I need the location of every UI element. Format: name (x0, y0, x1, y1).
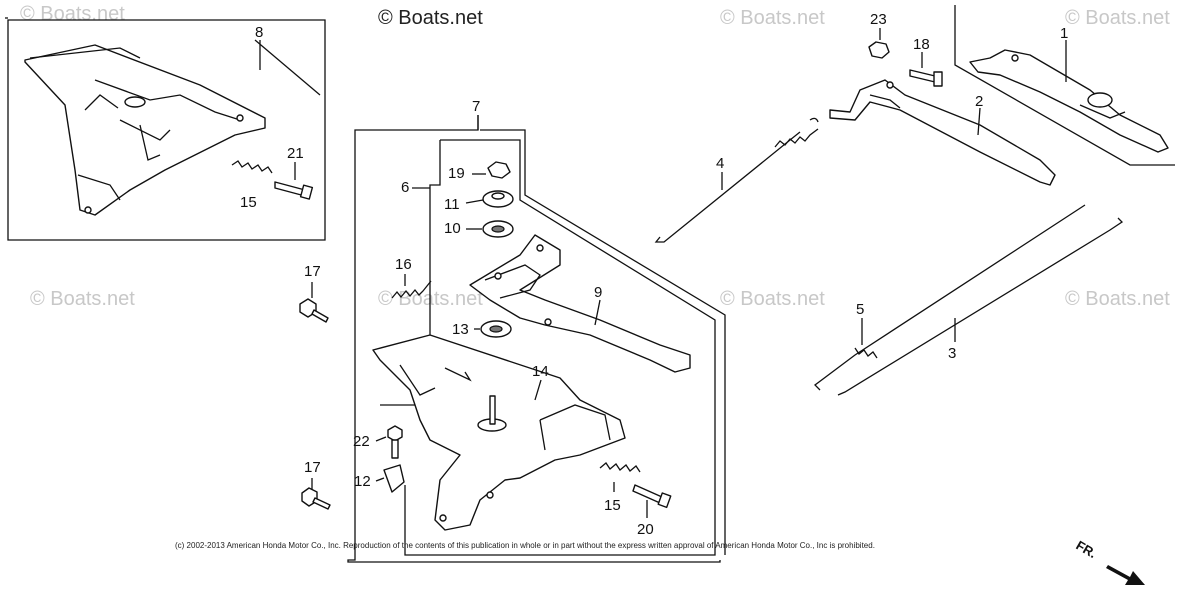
watermark: © Boats.net (720, 288, 825, 310)
copyright-notice: (c) 2002-2013 American Honda Motor Co., … (175, 541, 875, 550)
callout-6: 6 (401, 179, 409, 196)
front-label: FR. (1074, 538, 1100, 561)
watermark: © Boats.net (20, 3, 125, 25)
part-1-assembly: 1 (954, 5, 1175, 166)
part-4-rod: 4 (654, 117, 819, 243)
callout-4: 4 (716, 155, 724, 172)
callout-15: 15 (240, 194, 257, 211)
callout-2: 2 (975, 93, 983, 110)
callout-13: 13 (452, 321, 469, 338)
callout-18: 18 (913, 36, 930, 53)
callout-10: 10 (444, 220, 461, 237)
callout-19: 19 (448, 165, 465, 182)
callout-3: 3 (948, 345, 956, 362)
watermark: © Boats.net (30, 288, 135, 310)
callout-22: 22 (353, 433, 370, 450)
callout-5: 5 (856, 301, 864, 318)
front-arrow-icon (1106, 565, 1145, 585)
callout-12: 12 (354, 473, 371, 490)
watermark: © Boats.net (1065, 288, 1170, 310)
callout-17: 17 (304, 263, 321, 280)
watermark: © Boats.net (720, 7, 825, 29)
watermark: © Boats.net (1065, 7, 1170, 29)
callout-21: 21 (287, 145, 304, 162)
part-17-bolt-upper: 17 (299, 263, 329, 323)
callout-7: 7 (472, 98, 480, 115)
callout-23: 23 (870, 11, 887, 28)
callout-9: 9 (594, 284, 602, 301)
front-direction-indicator: FR. (1074, 538, 1145, 585)
callout-16: 16 (395, 256, 412, 273)
callout-8: 8 (255, 24, 263, 41)
callout-14: 14 (532, 363, 549, 380)
callout-1: 1 (1060, 25, 1068, 42)
part-8-assembly: 8 15 21 (5, 17, 326, 241)
callout-17: 17 (304, 459, 321, 476)
part-2-lever: 2 23 18 (829, 11, 1056, 186)
part-17-bolt-lower: 17 (301, 459, 331, 510)
watermark-top: © Boats.net (378, 7, 483, 29)
callout-15: 15 (604, 497, 621, 514)
callout-20: 20 (637, 521, 654, 538)
callout-11: 11 (444, 196, 460, 213)
part-6-7-assembly: 7 6 19 11 10 16 9 13 (347, 98, 726, 563)
part-3-rod: 5 3 (814, 204, 1124, 396)
